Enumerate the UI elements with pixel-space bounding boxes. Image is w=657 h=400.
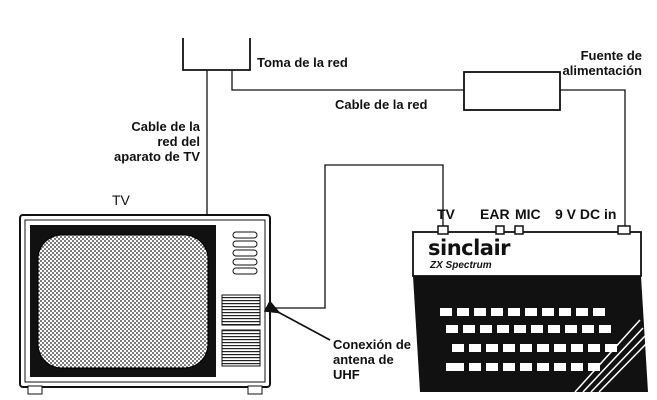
wall-socket-icon — [182, 38, 251, 71]
power-supply-icon — [463, 71, 561, 111]
port-dc-in-label: 9 V DC in — [555, 206, 617, 222]
port-mic-socket — [514, 225, 524, 235]
port-ear-label: EAR — [480, 206, 510, 222]
port-tv-label: TV — [437, 206, 455, 222]
tv-label: TV — [112, 192, 130, 208]
tv-speaker-grill-bottom — [221, 329, 261, 367]
uhf-cable — [270, 164, 444, 309]
uhf-label-line2: antena de — [333, 352, 394, 367]
arrow-icon — [263, 300, 331, 341]
mains-cable-label: Cable de la red — [335, 97, 428, 112]
brand-logo: sinclair — [428, 236, 511, 260]
tv-mains-cable-label-line3: aparato de TV — [114, 149, 200, 164]
keyboard-keys — [440, 308, 617, 371]
uhf-label-line3: UHF — [333, 367, 360, 382]
port-dc-socket — [617, 225, 631, 235]
port-tv-socket — [437, 225, 449, 235]
television-icon — [19, 214, 271, 395]
tv-mains-cable-label-line1: Cable de la — [131, 119, 200, 134]
wall-socket-label: Toma de la red — [257, 55, 348, 70]
model-name: ZX Spectrum — [430, 260, 492, 271]
uhf-label-line1: Conexión de — [333, 337, 412, 352]
port-mic-label: MIC — [515, 206, 541, 222]
tv-speaker-grill-top — [221, 294, 261, 326]
tv-mains-cable-label-line2: red del — [157, 134, 200, 149]
zx-spectrum-icon — [412, 225, 648, 393]
tv-channel-buttons — [232, 231, 258, 275]
port-ear-socket — [495, 225, 505, 235]
dc-cable — [560, 89, 626, 228]
tv-screen — [37, 234, 209, 369]
power-supply-label: Fuente de alimentación — [562, 48, 642, 78]
mains-cable — [231, 70, 464, 91]
